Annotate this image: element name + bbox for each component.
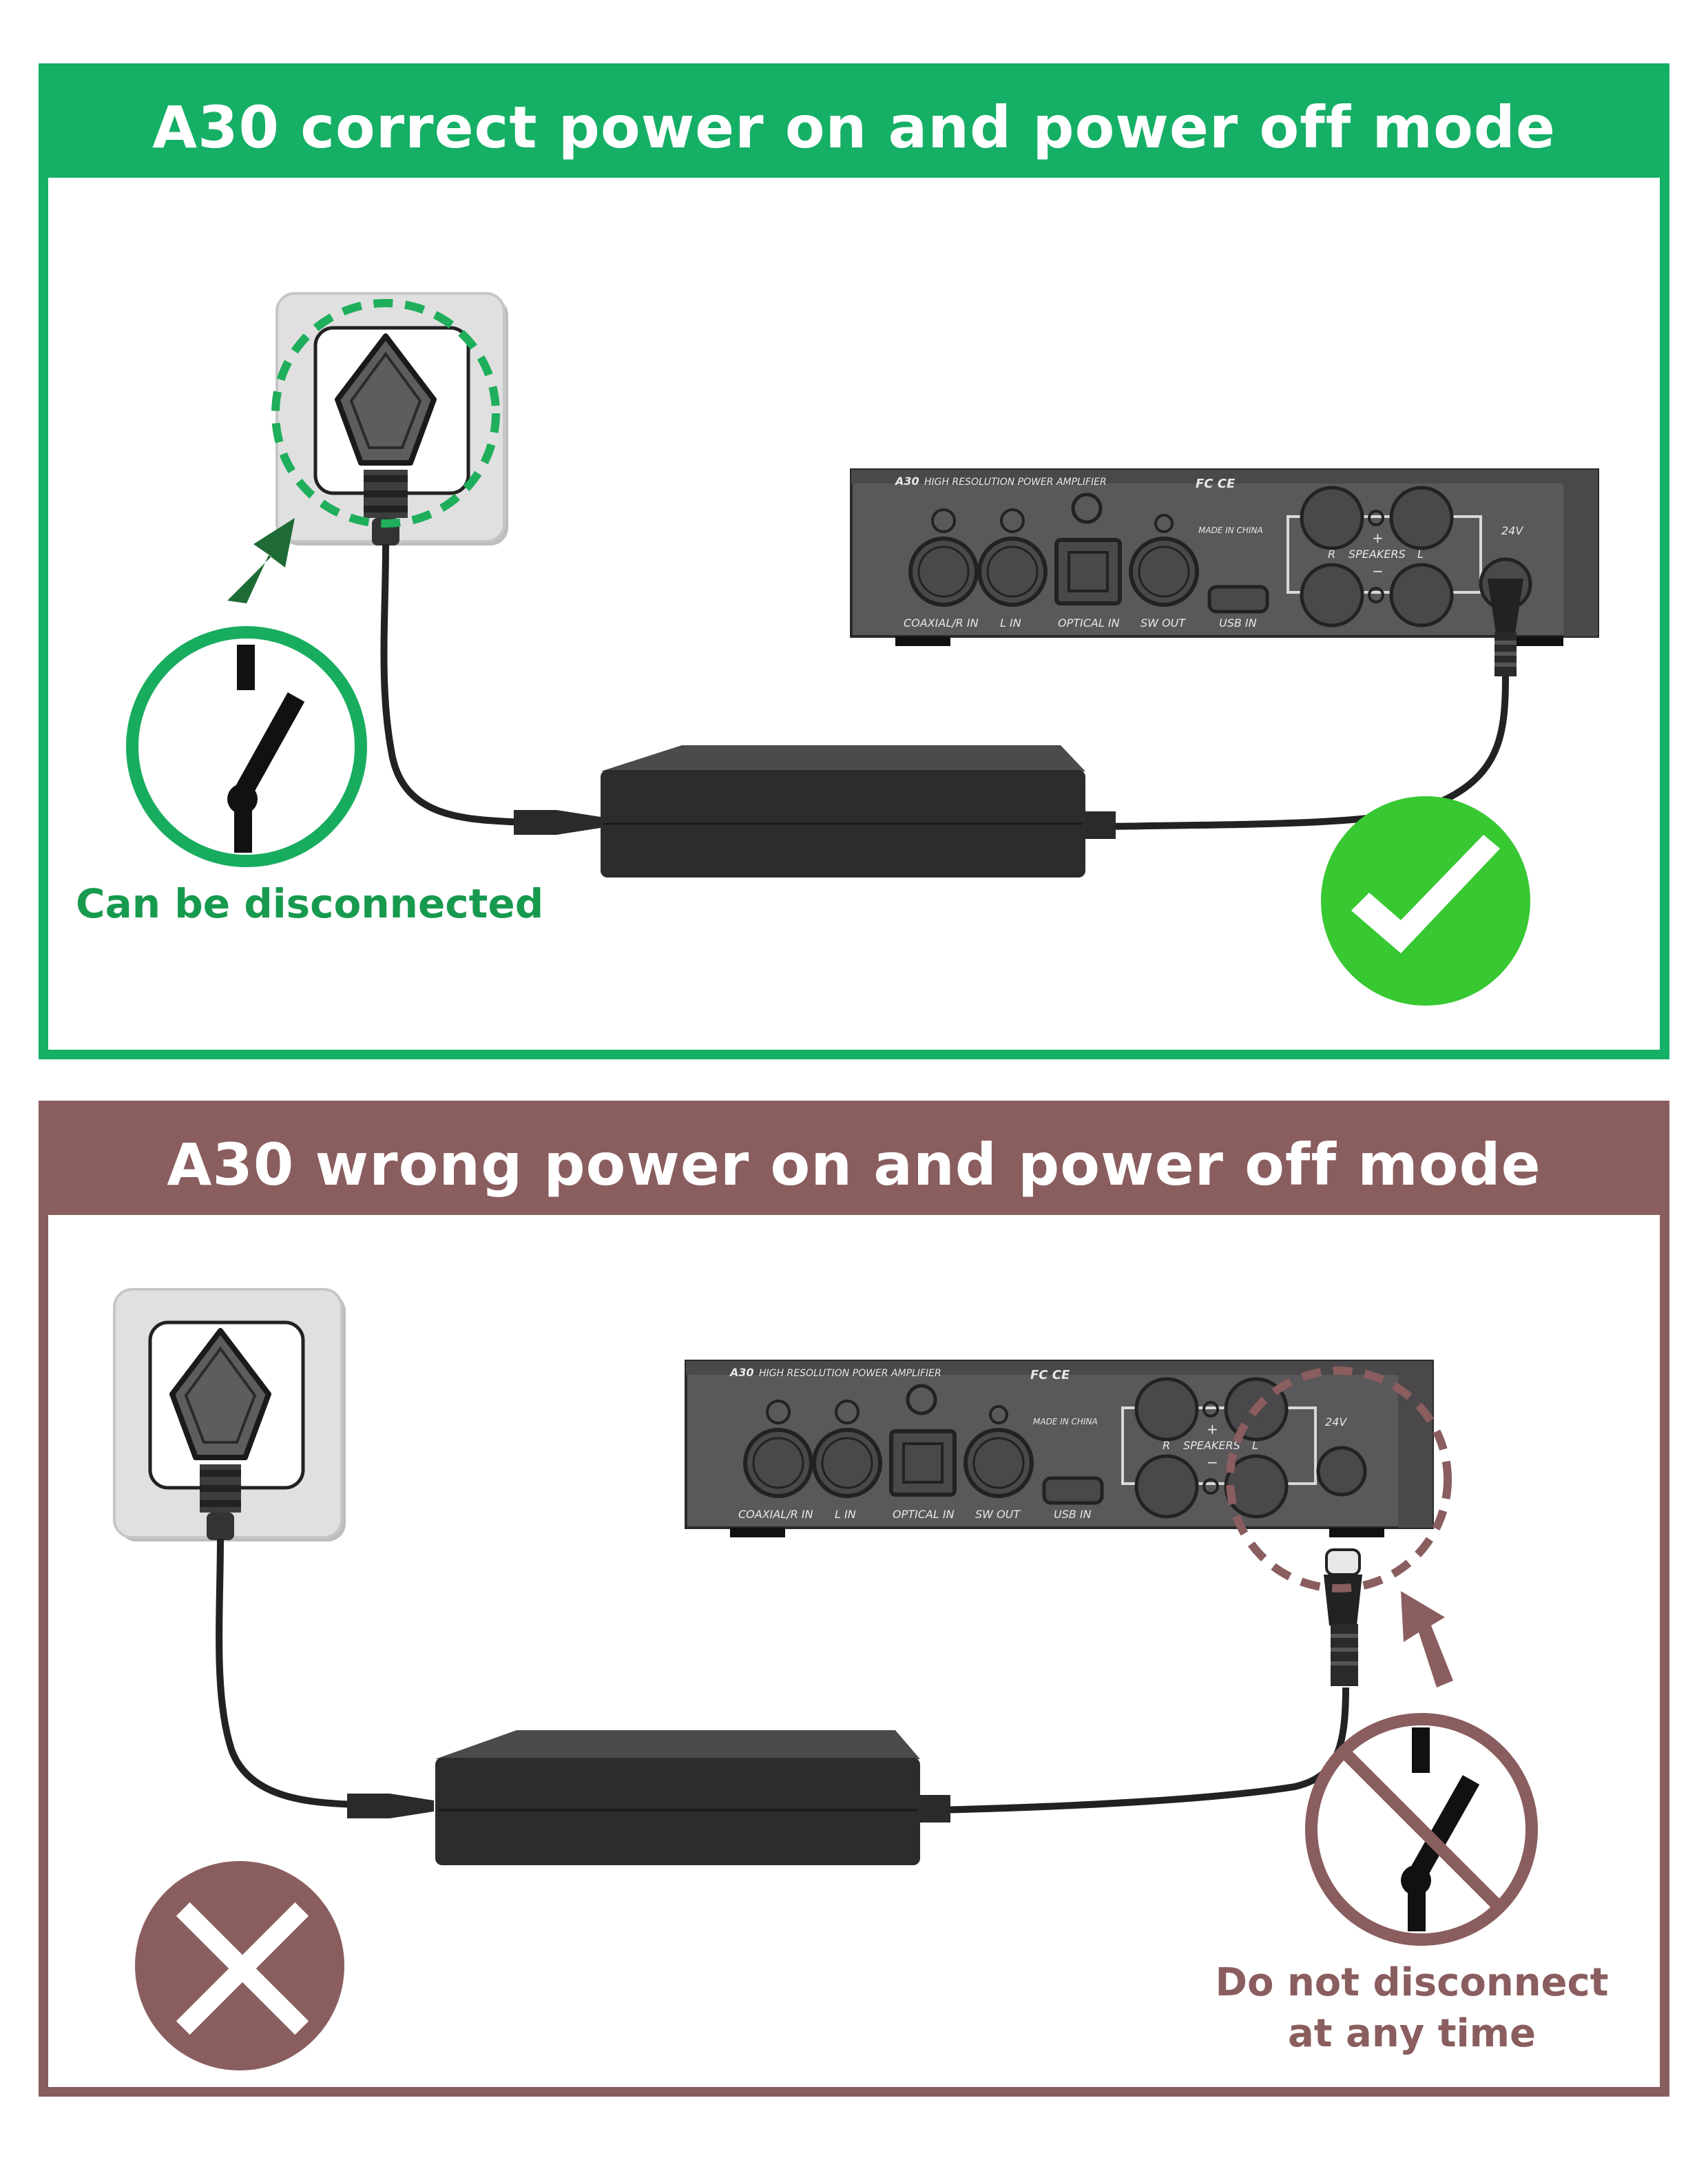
arrow-up-icon [227, 518, 295, 603]
cross-icon [135, 1861, 344, 2070]
port-label-usb-2: USB IN [1054, 1508, 1092, 1521]
amp-brand: A30 [894, 475, 919, 488]
amp-speakers-label: SPEAKERS [1348, 548, 1406, 561]
amp-brand-2: A30 [729, 1366, 754, 1379]
wrong-mode-caption-line1: Do not disconnect [1215, 1960, 1609, 2005]
highlight-ring-2 [1226, 1367, 1452, 1592]
correct-mode-caption: Can be disconnected [76, 880, 544, 927]
wall-socket-2 [113, 1288, 346, 1541]
power-adapter [601, 745, 1085, 878]
amp-made-in: MADE IN CHINA [1198, 526, 1263, 535]
power-adapter-2 [435, 1730, 920, 1865]
amp-voltage: 24V [1501, 524, 1523, 537]
port-label-coaxial: COAXIAL/R IN [904, 616, 979, 630]
amp-r-label-2: R [1163, 1439, 1170, 1452]
mains-cable-2 [216, 1538, 359, 1808]
amp-model-text: HIGH RESOLUTION POWER AMPLIFIER [924, 477, 1107, 488]
amp-cert-2: FC CE [1030, 1368, 1070, 1382]
highlight-ring [271, 299, 500, 528]
dc-cable-2 [936, 1687, 1349, 1814]
dc-plug [1488, 579, 1523, 634]
switch-ok-icon [126, 626, 367, 867]
amplifier-rear: A30 HIGH RESOLUTION POWER AMPLIFIER FC C… [850, 468, 1599, 646]
correct-mode-panel: A30 correct power on and power off mode [39, 63, 1669, 1059]
correct-mode-title: A30 correct power on and power off mode [152, 94, 1556, 161]
port-label-sw-out-2: SW OUT [975, 1508, 1021, 1521]
port-label-optical-2: OPTICAL IN [893, 1508, 955, 1521]
amp-plus: + [1372, 530, 1384, 546]
amp-r-label: R [1328, 548, 1335, 561]
port-label-l-in: L IN [1000, 616, 1021, 630]
wrong-mode-panel: A30 wrong power on and power off mode [39, 1101, 1669, 2097]
port-label-sw-out: SW OUT [1141, 616, 1186, 630]
wrong-mode-caption-line2: at any time [1287, 2011, 1536, 2056]
amp-l-label: L [1417, 548, 1424, 561]
check-icon [1321, 796, 1530, 1006]
amp-made-in-2: MADE IN CHINA [1033, 1417, 1098, 1426]
amp-l-label-2: L [1252, 1439, 1258, 1452]
wrong-mode-title: A30 wrong power on and power off mode [167, 1131, 1541, 1198]
amp-model-text-2: HIGH RESOLUTION POWER AMPLIFIER [759, 1368, 941, 1379]
amp-minus: − [1372, 563, 1384, 579]
wall-socket [271, 292, 508, 546]
prohibited-switch-icon [1305, 1713, 1538, 1946]
amp-plus-2: + [1207, 1421, 1218, 1437]
amp-minus-2: − [1207, 1454, 1218, 1471]
correct-mode-header [48, 73, 1660, 178]
amp-speakers-label-2: SPEAKERS [1183, 1439, 1240, 1452]
amp-cert: FC CE [1196, 477, 1236, 491]
dc-plug-unplugged [1324, 1548, 1362, 1686]
amp-voltage-2: 24V [1325, 1415, 1347, 1429]
mains-cable [380, 543, 524, 826]
port-label-optical: OPTICAL IN [1058, 616, 1120, 630]
port-label-usb: USB IN [1219, 616, 1257, 630]
wrong-mode-header [48, 1110, 1660, 1215]
amplifier-rear-2: A30 HIGH RESOLUTION POWER AMPLIFIER FC C… [685, 1360, 1434, 1537]
port-label-coaxial-2: COAXIAL/R IN [738, 1508, 813, 1521]
arrow-up-icon-2 [1401, 1591, 1453, 1688]
port-label-l-in-2: L IN [835, 1508, 856, 1521]
